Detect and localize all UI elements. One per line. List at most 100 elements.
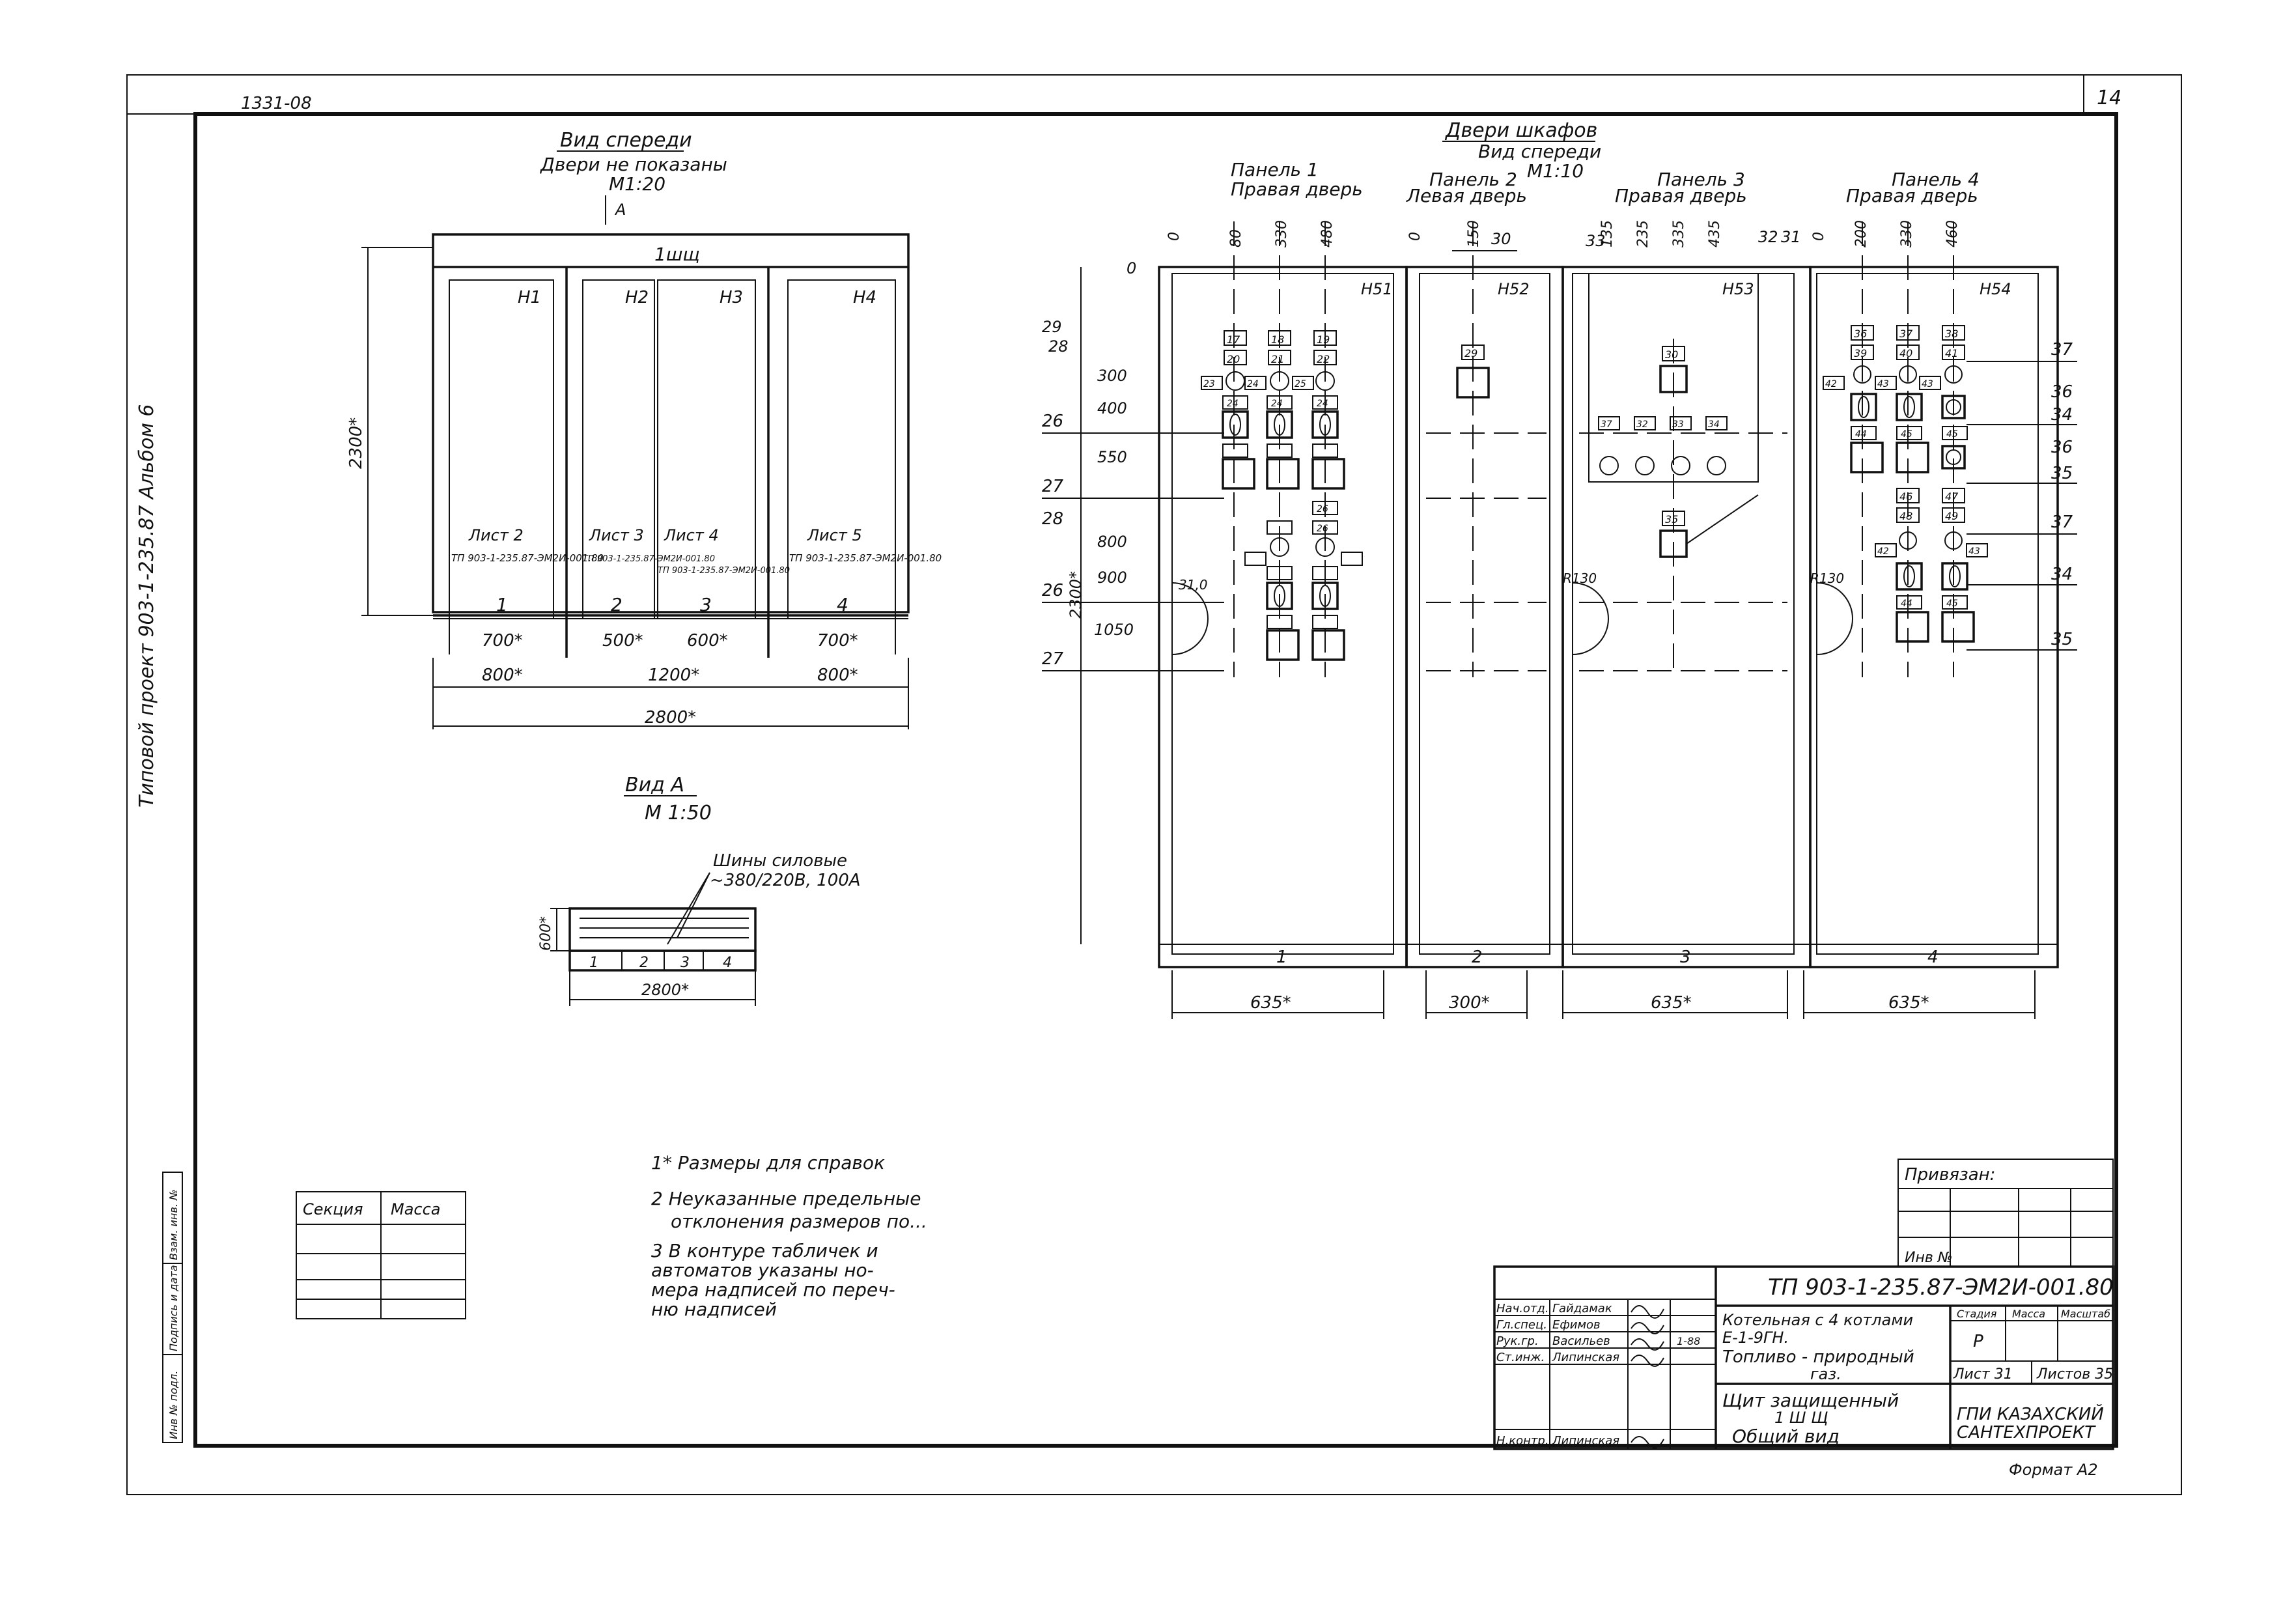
p1-r10-box-2 [1312,566,1338,580]
p1-r11-box-2 [1312,615,1338,629]
p4-breaker-knob-3 [1903,565,1915,587]
signature-5 [1631,1436,1664,1448]
p3-lamp-4 [1707,456,1726,475]
p1-r1-box-3 [1313,330,1337,346]
note-2b: отклонения размеров по... [671,1211,927,1232]
p1-r9-box-1 [1244,552,1267,566]
title-block-frame [1493,1265,2114,1450]
panel-h2-doc: ТП 903-1-235.87-ЭМ2И-001.80 [583,554,715,564]
p1-breaker-4 [1266,582,1293,610]
tb-stage-header: Стадия [1957,1308,1997,1320]
door-panel-3-inner [1572,273,1795,955]
p3-tick-135: 135 [1599,220,1616,247]
p4-r1-box-2 [1896,325,1920,341]
left-strip-inv: Инв № подл. [167,1371,180,1439]
panel-h1-doc: ТП 903-1-235.87-ЭМ2И-001.80 [451,552,604,564]
p4-callout-35b: 35 [2051,630,2073,649]
panel4-header: Панель 4 [1892,169,1980,190]
p3-mid-l3: 33 [1672,419,1684,430]
panel3-tag: Н53 [1722,280,1754,298]
p4-r7-l1: 42 [1877,546,1889,557]
p4-switch-1 [1850,442,1884,473]
p4-r3-box-3 [1919,376,1941,390]
p1-r8-l2: 26 [1317,524,1328,534]
p4-r1-l2: 37 [1899,328,1913,340]
view-a-scale: М 1:50 [645,802,712,824]
p1-lamp-4 [1270,537,1289,557]
panel-h4-id: Н4 [853,288,876,307]
doors-title: Двери шкафов [1444,119,1597,142]
p4-r8-l2: 45 [1946,598,1958,609]
callout-28b: 28 [1042,509,1063,529]
signature-2 [1631,1322,1664,1334]
doors-view: Двери шкафов Вид спереди М1:10 Панель 1 … [1042,119,2077,1019]
p4-r4-box-2 [1896,426,1922,440]
p1-r1-box-1 [1224,330,1247,346]
tb-name-3: Васильев [1552,1334,1610,1348]
p4-gauge-1-dial [1946,399,1961,415]
note-2a: 2 Неуказанные предельные [651,1188,921,1209]
p2-switch [1456,367,1490,399]
door-3-width: 635* [1651,993,1692,1013]
panel-h2-width: 500* [602,631,643,651]
p3-lamp-1 [1599,456,1619,475]
p4-r2-l1: 39 [1854,347,1867,359]
p1-r1-l3: 19 [1317,333,1330,346]
p4-switch-2 [1896,442,1929,473]
p4-r6-l1: 48 [1899,510,1912,522]
p4-r3-box-2 [1875,376,1897,390]
p4-lamp-1 [1853,365,1871,384]
callout-26a: 26 [1042,412,1063,431]
p1-lamp-1 [1225,371,1245,391]
signature-1 [1631,1305,1664,1319]
p3-mid-l2: 32 [1636,419,1648,430]
p1-r7-box-2 [1312,520,1338,535]
p1-r11-box-1 [1267,615,1293,629]
p1-r2-l2: 21 [1271,353,1284,365]
mass-table-header-section: Секция [303,1200,363,1218]
p1-r9-box-2 [1341,552,1363,566]
panel1-tag: Н51 [1361,280,1393,298]
panel4-tag: Н54 [1980,280,2011,298]
panel3-handle-arc [1572,582,1609,655]
view-a-num-1: 1 [589,955,598,971]
vtick-1050: 1050 [1094,621,1134,639]
panel-h4-sheet: Лист 5 [807,526,862,544]
panel2-header-door: Левая дверь [1406,185,1527,206]
callout-28: 28 [1048,337,1069,356]
panel-h1-width: 700* [482,631,523,651]
p4-callout-37b: 37 [2051,513,2073,532]
view-a: Вид А М 1:50 Шины силовые ~380/220В, 100… [538,774,861,1006]
p1-lamp-3 [1315,371,1335,391]
view-a-title: Вид А [625,774,684,796]
tb-role-3: Рук.гр. [1496,1334,1539,1348]
doors-scale: М1:10 [1527,160,1584,182]
p3-wire-frame [1588,274,1759,483]
panel1-handle-arc [1171,582,1209,655]
tb-role-1: Нач.отд. [1496,1302,1549,1315]
p1-r4-box-3 [1312,395,1338,410]
p3-tick-435: 435 [1707,220,1723,247]
panel-h1-number: 1 [496,594,508,615]
p4-r7-box-1 [1875,543,1897,557]
panel4-header-door: Правая дверь [1846,185,1978,206]
p4-lamp-2 [1899,365,1917,384]
door-4-width: 635* [1888,993,1929,1013]
p1-r5-box-2 [1267,443,1293,458]
binding-inv: Инв № [1905,1250,1953,1266]
tb-n-kontr-role: Н.контр. [1496,1434,1549,1448]
p4-r3-l3: 43 [1922,379,1933,389]
board-label: 1шщ [654,244,700,265]
p1-r7-box-1 [1267,520,1293,535]
p1-r2-box-2 [1268,350,1291,365]
inner-frame [193,112,2118,1448]
doors-subtitle: Вид спереди [1478,141,1601,162]
tb-drawing-3: Общий вид [1732,1426,1840,1447]
callout-27a: 27 [1042,477,1064,496]
p4-switch-3 [1896,611,1929,643]
p1-r5-box-1 [1222,443,1248,458]
panel4-components: 36 37 38 39 40 41 42 43 43 [1823,325,1988,643]
p1-tick-330: 330 [1274,220,1290,247]
p4-r2-box-3 [1942,344,1965,360]
p2-tick-0: 0 [1407,232,1423,241]
